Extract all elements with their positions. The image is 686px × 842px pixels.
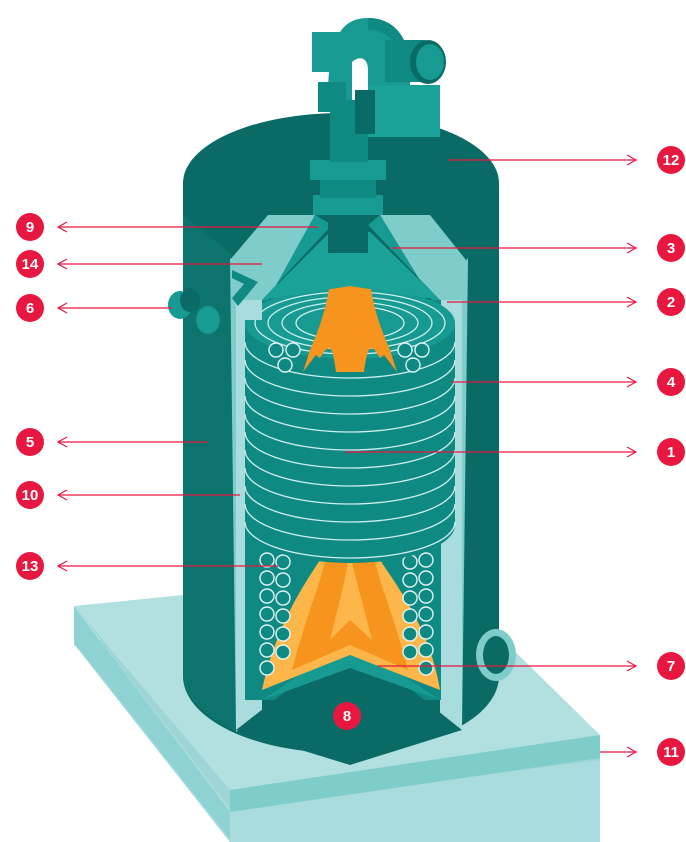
callout-4-label: 4 bbox=[667, 374, 676, 391]
callout-6-label: 6 bbox=[26, 300, 34, 317]
callout-10-label: 10 bbox=[22, 487, 39, 504]
callout-3-label: 3 bbox=[667, 240, 675, 257]
callout-11-label: 11 bbox=[663, 744, 679, 761]
callout-9-label: 9 bbox=[26, 219, 34, 236]
callout-5: 5 bbox=[16, 428, 208, 456]
callout-1-label: 1 bbox=[667, 444, 675, 461]
callout-8: 8 bbox=[333, 702, 361, 730]
outlet-port bbox=[476, 629, 516, 681]
callout-13-label: 13 bbox=[22, 558, 39, 575]
callout-2-label: 2 bbox=[667, 294, 675, 311]
callout-12-label: 12 bbox=[663, 152, 680, 169]
callout-6: 6 bbox=[16, 294, 172, 322]
callout-7-label: 7 bbox=[667, 658, 675, 675]
callout-11: 11 bbox=[600, 738, 685, 766]
callout-8-label: 8 bbox=[343, 708, 351, 725]
callout-5-label: 5 bbox=[26, 434, 34, 451]
callout-14-label: 14 bbox=[22, 256, 39, 273]
